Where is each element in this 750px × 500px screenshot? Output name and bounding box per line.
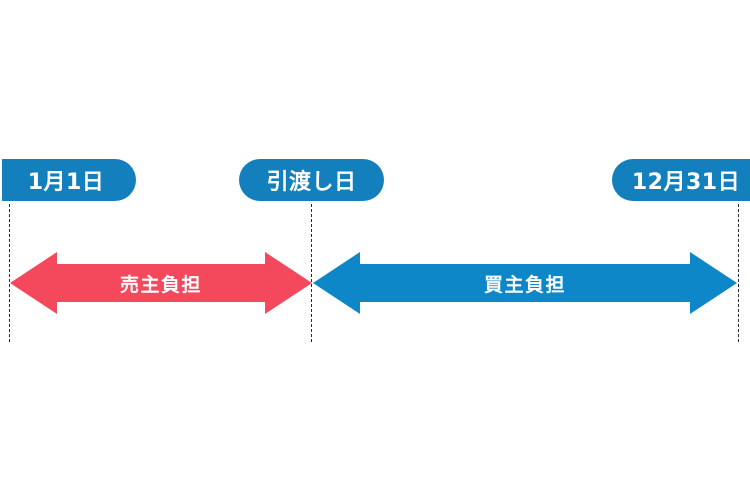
date-pill-start: 1月1日 — [2, 159, 136, 201]
guide-line-start-date — [9, 204, 10, 342]
double-arrow-shape-seller — [10, 252, 312, 314]
double-arrow-shape-buyer — [313, 252, 737, 314]
segment-arrow-buyer: 買主負担 — [313, 250, 737, 316]
segment-arrow-seller: 売主負担 — [10, 250, 312, 316]
date-pill-handover: 引渡し日 — [239, 159, 384, 201]
guide-line-end-date — [738, 204, 739, 342]
guide-line-handover-date — [311, 204, 312, 342]
date-pill-end: 12月31日 — [612, 159, 750, 201]
